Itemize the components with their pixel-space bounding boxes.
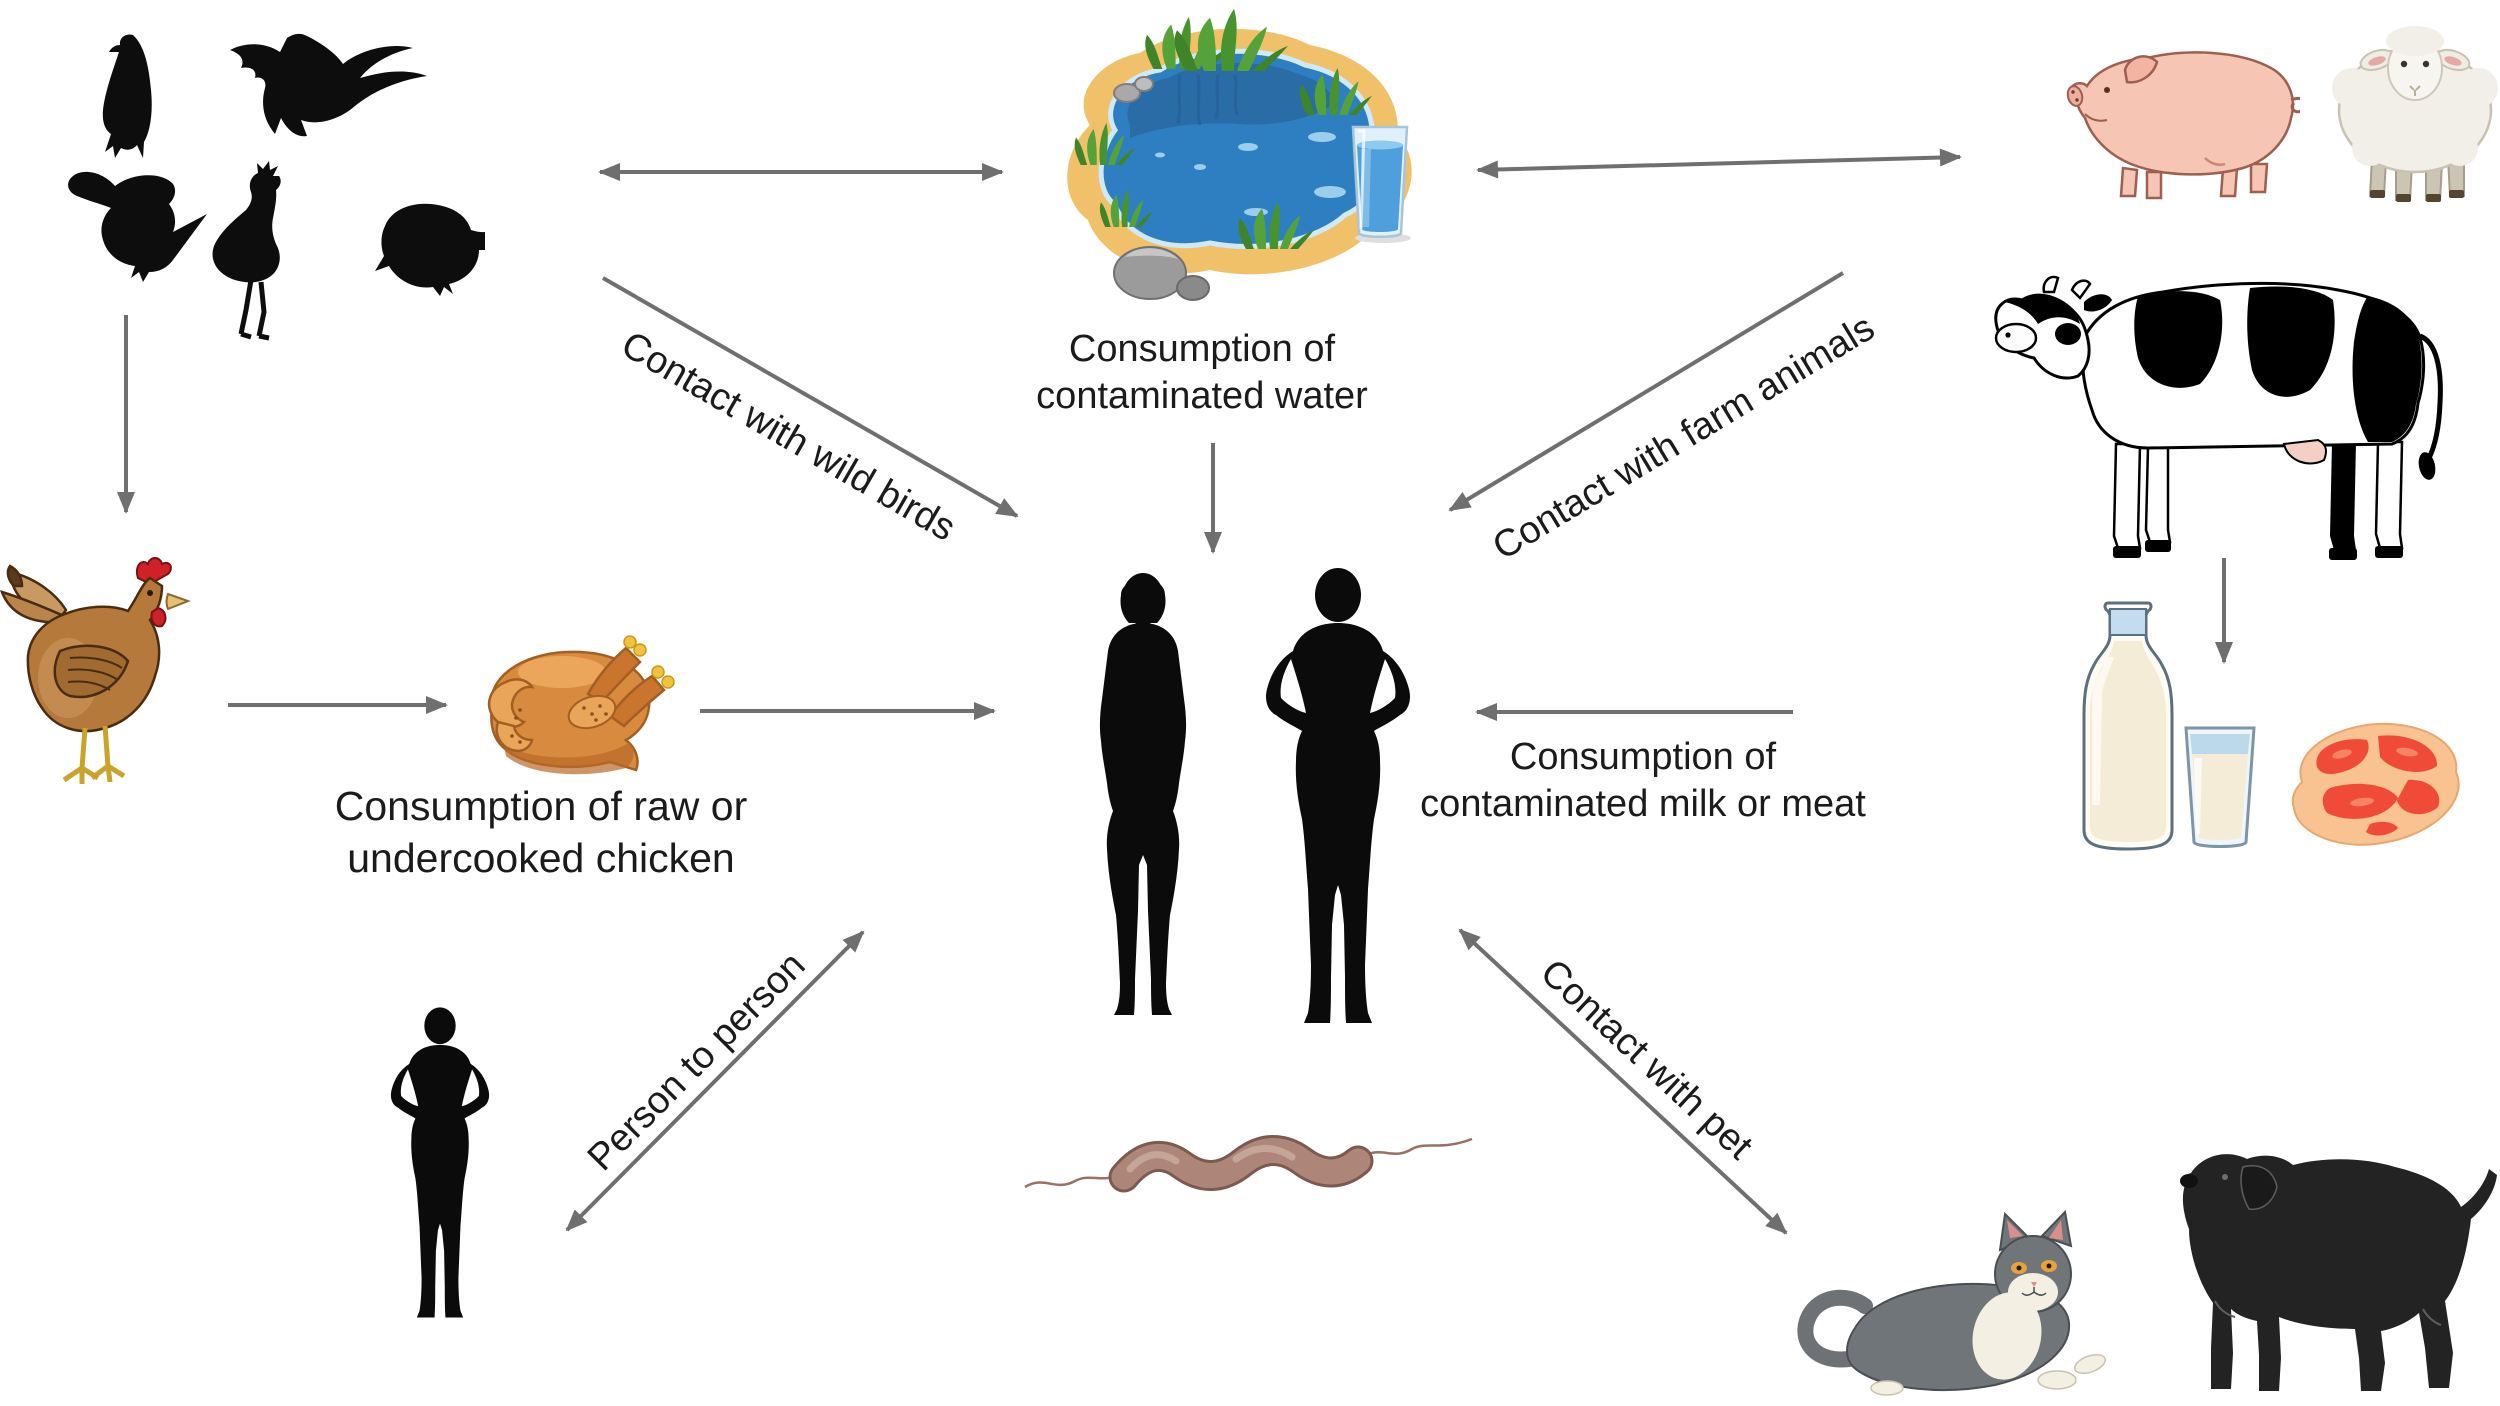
label-chicken-line1: Consumption of raw or — [334, 783, 748, 829]
label-water-line2: contaminated water — [1036, 375, 1368, 417]
milk-bottle-icon — [2078, 595, 2178, 855]
label-chicken-line2: undercooked chicken — [347, 835, 735, 881]
sparrow-icon — [375, 203, 485, 296]
label-milk-line2: contaminated milk or meat — [1420, 783, 1866, 825]
label-water-line1: Consumption of — [1068, 328, 1336, 370]
rocks-icon — [1113, 76, 1210, 301]
arrow-wildbirds-humans — [602, 276, 1019, 518]
water-glass-icon — [1345, 123, 1415, 245]
arrow-farm-humans — [1448, 271, 1845, 512]
label-undercooked-chicken: Consumption of raw or undercooked chicke… — [335, 780, 747, 884]
toucan-icon — [68, 171, 207, 282]
cow-icon — [1988, 218, 2463, 563]
hen-icon — [0, 556, 215, 796]
arrow-person-humans — [565, 930, 865, 1232]
cat-icon — [1795, 1208, 2115, 1404]
dog-icon — [2123, 1133, 2500, 1403]
woman-silhouette — [1099, 573, 1187, 1015]
wild-birds-icon — [55, 18, 485, 343]
perched-eagle-icon — [102, 34, 152, 159]
crane-icon — [212, 161, 281, 283]
meat-icon — [2272, 712, 2467, 860]
label-contaminated-milk-meat: Consumption of contaminated milk or meat — [1420, 734, 1866, 828]
label-contaminated-water: Consumption of contaminated water — [1036, 326, 1368, 420]
person-icon — [365, 938, 515, 1393]
sheep-icon — [2330, 8, 2500, 208]
crane-legs-icon — [238, 279, 270, 341]
roasted-chicken-icon — [450, 630, 682, 782]
grass-reflection-icon — [1176, 74, 1239, 126]
flying-hawk-icon — [230, 33, 427, 137]
pond-icon — [1030, 5, 1430, 335]
bacterium-icon — [1020, 1115, 1480, 1215]
arrow-water-farm — [1476, 148, 1962, 179]
arrow-humans-pet — [1458, 928, 1788, 1235]
humans-icon — [1068, 565, 1438, 1035]
man-silhouette — [1266, 568, 1410, 1023]
pig-icon — [2055, 40, 2300, 205]
milk-glass-icon — [2180, 722, 2260, 852]
label-milk-line1: Consumption of — [1509, 736, 1777, 778]
